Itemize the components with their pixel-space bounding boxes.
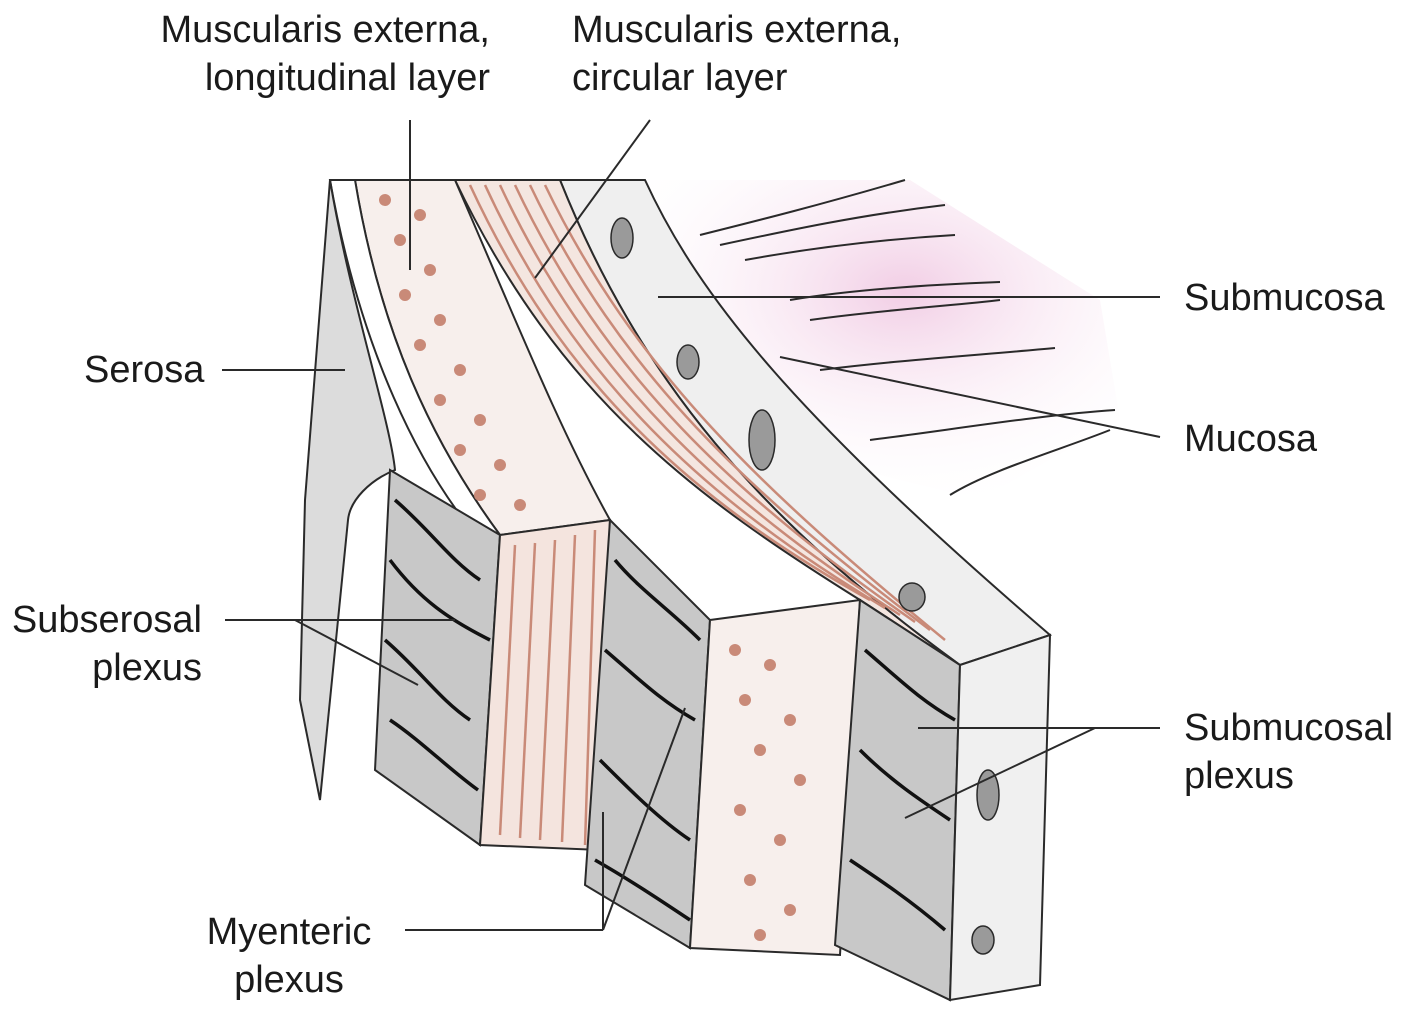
label-muscularis-circular: Muscularis externa, circular layer <box>572 6 901 102</box>
label-muscularis-longitudinal-line1: Muscularis externa, <box>120 6 490 54</box>
label-myenteric-plexus: Myenteric plexus <box>196 908 382 1004</box>
label-submucosal-plexus-line1: Submucosal <box>1184 704 1393 752</box>
label-mucosa: Mucosa <box>1184 415 1317 463</box>
subserosal-block <box>375 470 500 845</box>
label-muscularis-longitudinal: Muscularis externa, longitudinal layer <box>120 6 490 102</box>
label-serosa: Serosa <box>84 346 204 394</box>
label-myenteric-plexus-line1: Myenteric <box>196 908 382 956</box>
submucosa-face <box>950 635 1050 1000</box>
label-submucosa: Submucosa <box>1184 274 1385 322</box>
label-muscularis-circular-line1: Muscularis externa, <box>572 6 901 54</box>
label-submucosal-plexus-line2: plexus <box>1184 752 1393 800</box>
label-myenteric-plexus-line2: plexus <box>196 956 382 1004</box>
label-subserosal-plexus-line2: plexus <box>0 644 202 692</box>
label-muscularis-longitudinal-line2: longitudinal layer <box>120 54 490 102</box>
circular-face <box>690 600 860 955</box>
label-subserosal-plexus-line1: Subserosal <box>0 596 202 644</box>
label-submucosal-plexus: Submucosal plexus <box>1184 704 1393 800</box>
label-subserosal-plexus: Subserosal plexus <box>0 596 202 692</box>
label-muscularis-circular-line2: circular layer <box>572 54 901 102</box>
